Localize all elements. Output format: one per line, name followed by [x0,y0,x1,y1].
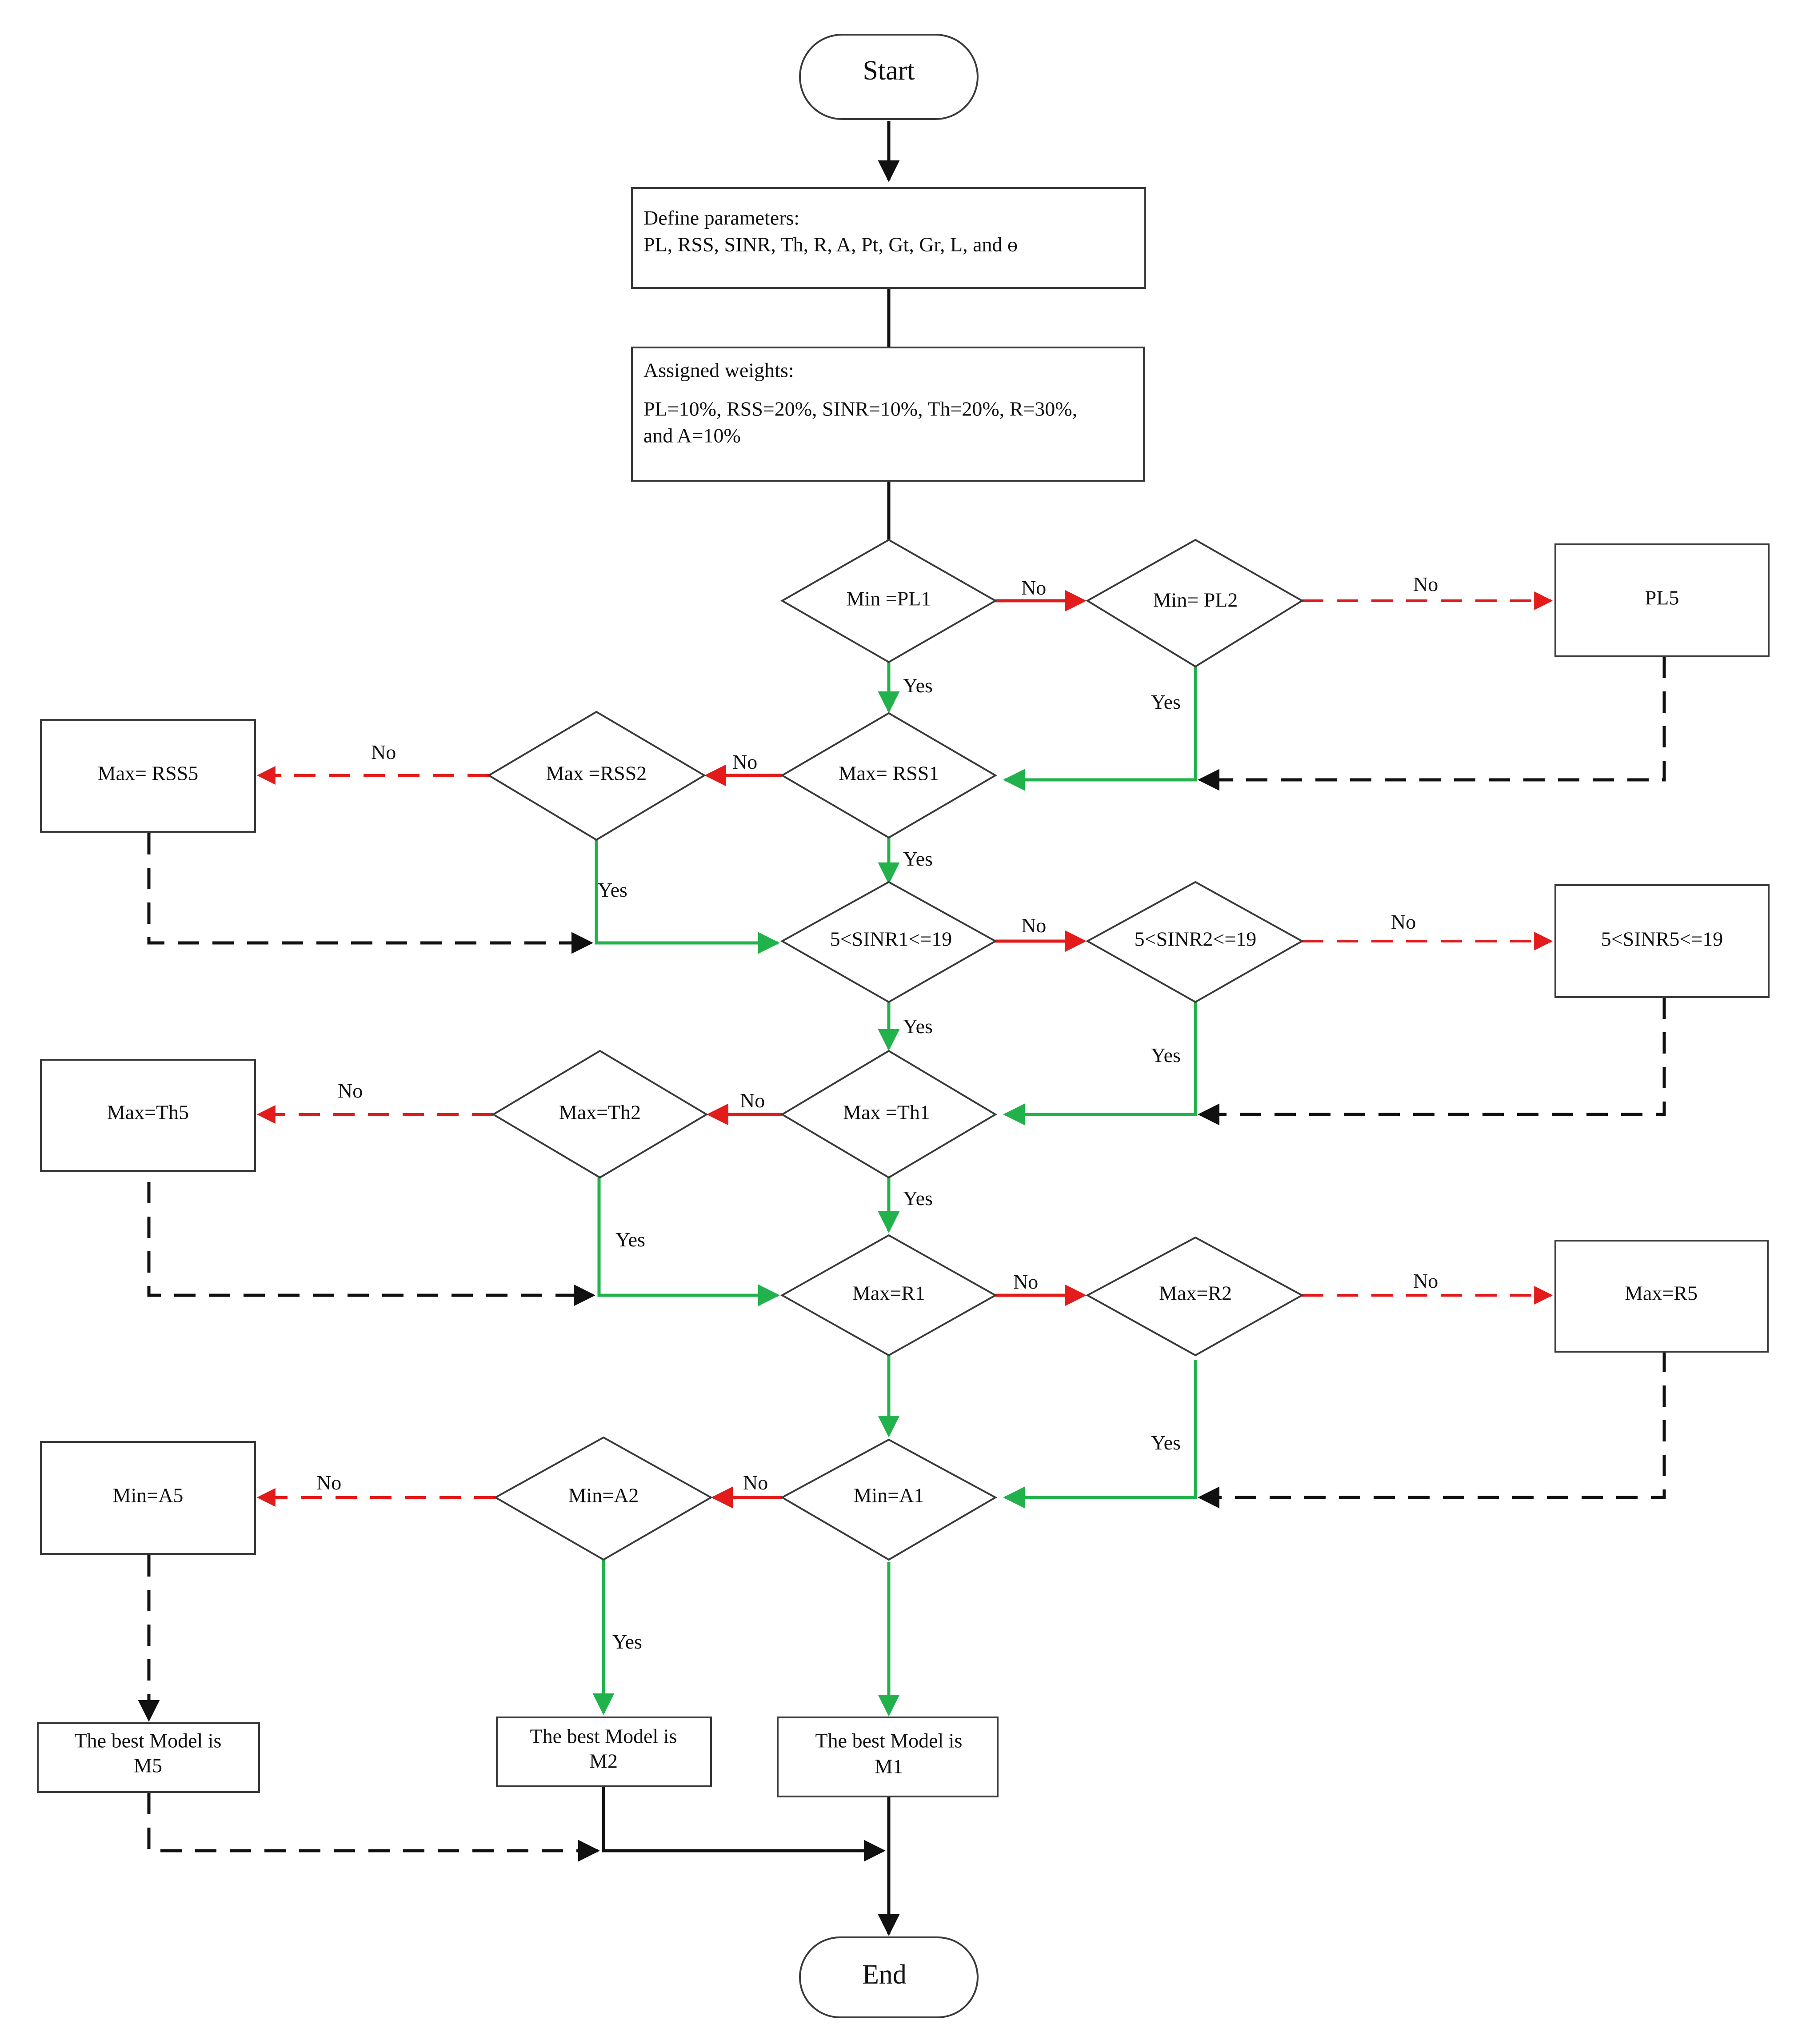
decision-max-r1: Max=R1 [780,1234,998,1357]
label-sinr1-yes: Yes [903,1015,933,1038]
sinr2-label: 5<SINR2<=19 [1135,928,1257,950]
decision-max-th1: Max =Th1 [780,1050,997,1179]
result-box-m1: The best Model is M1 [777,1717,999,1797]
label-pl1-yes: Yes [903,674,933,697]
max-rss1-label: Max= RSS1 [839,762,939,785]
max-r1-label: Max=R1 [852,1282,925,1305]
edges [138,121,1666,1936]
min-pl2-label: Min= PL2 [1153,589,1238,611]
edge-sinr2-yes [1003,1002,1197,1126]
end-terminal: End [799,1936,979,2018]
decision-max-rss2: Max =RSS2 [487,711,706,841]
weights-title: Assigned weights: [643,359,794,382]
m2-line2: M2 [589,1750,618,1773]
box-max-r5: Max=R5 [1554,1240,1769,1353]
sinr1-label: 5<SINR1<=19 [830,928,952,950]
label-th1-no: No [740,1089,765,1112]
label-r1-no: No [1013,1270,1038,1293]
min-a1-label: Min=A1 [854,1484,924,1507]
edge-m5-to-end [147,1793,600,1862]
decision-max-th2: Max=Th2 [491,1050,708,1179]
label-th2-yes: Yes [615,1228,645,1251]
start-terminal: Start [799,34,979,120]
label-r2-no: No [1413,1270,1438,1292]
label-rss2-yes: Yes [598,878,627,901]
label-sinr1-no: No [1021,914,1046,937]
max-r2-label: Max=R2 [1159,1282,1232,1305]
max-th2-label: Max=Th2 [559,1101,641,1124]
label-th2-no: No [338,1079,363,1102]
decision-max-r2: Max=R2 [1085,1236,1304,1357]
m5-line1: The best Model is [75,1729,222,1752]
decision-sinr2: 5<SINR2<=19 [1085,881,1304,1003]
label-sinr2-no: No [1391,910,1416,933]
define-parameters-box: Define parameters: PL, RSS, SINR, Th, R,… [631,187,1146,289]
result-box-m2: The best Model is M2 [496,1717,712,1787]
decision-max-rss1: Max= RSS1 [780,712,997,839]
min-a5-label: Min=A5 [113,1484,184,1507]
label-a2-yes: Yes [612,1630,642,1653]
edge-r5-fallback [1198,1351,1666,1509]
edge-rss2-yes [595,840,780,954]
label-rss1-yes: Yes [903,847,933,870]
sinr5-label: 5<SINR5<=19 [1601,928,1723,950]
m2-line1: The best Model is [530,1725,677,1748]
max-rss5-label: Max= RSS5 [98,762,199,785]
edge-sinr5-fallback [1198,998,1666,1126]
box-max-th5: Max=Th5 [40,1059,256,1172]
label-rss2-no: No [371,741,396,763]
label-r2-yes: Yes [1151,1431,1181,1454]
label-pl2-yes: Yes [1151,691,1181,713]
edge-rss5-fallback [147,833,593,954]
decision-min-pl2: Min= PL2 [1086,539,1304,668]
min-pl1-label: Min =PL1 [847,587,931,610]
m5-line2: M5 [134,1754,162,1777]
box-sinr5: 5<SINR5<=19 [1554,884,1770,998]
end-label: End [862,1960,907,1990]
result-box-m5: The best Model is M5 [37,1722,260,1793]
decision-sinr1: 5<SINR1<=19 [780,881,998,1003]
max-r5-label: Max=R5 [1625,1282,1698,1305]
label-pl2-no: No [1413,573,1438,595]
edge-th5-fallback [147,1182,595,1306]
pl5-label: PL5 [1645,587,1679,609]
edge-pl2-yes [1003,667,1197,791]
assigned-weights-box: Assigned weights: PL=10%, RSS=20%, SINR=… [631,347,1145,482]
define-params: PL, RSS, SINR, Th, R, A, Pt, Gt, Gr, L, … [643,233,1018,256]
label-sinr2-yes: Yes [1151,1044,1181,1066]
edge-m2-to-end [602,1786,886,1862]
define-title: Define parameters: [643,207,799,229]
box-pl5: PL5 [1554,543,1770,657]
label-a1-no: No [743,1471,768,1494]
edge-r2-yes [1003,1360,1197,1509]
max-th5-label: Max=Th5 [107,1101,189,1124]
max-th1-label: Max =Th1 [843,1101,930,1124]
label-rss1-no: No [732,751,757,773]
label-th1-yes: Yes [903,1187,933,1210]
min-a2-label: Min=A2 [568,1484,639,1507]
edge-th2-yes [597,1178,780,1306]
weights-line1: PL=10%, RSS=20%, SINR=10%, Th=20%, R=30%… [643,398,1077,420]
decision-min-a1: Min=A1 [780,1438,998,1561]
m1-line1: The best Model is [815,1729,963,1752]
max-rss2-label: Max =RSS2 [546,762,647,785]
box-max-rss5: Max= RSS5 [40,719,256,833]
label-pl1-no: No [1021,576,1046,599]
weights-line2: and A=10% [643,424,741,447]
m1-line2: M1 [875,1755,903,1778]
start-label: Start [863,56,915,86]
edge-labels: No No Yes Yes No No Yes Yes No No Yes Ye… [316,573,1438,1653]
decision-min-pl1: Min =PL1 [780,539,998,663]
decision-min-a2: Min=A2 [493,1436,713,1561]
label-a2-no: No [316,1471,341,1494]
edge-pl5-fallback [1198,657,1666,791]
box-min-a5: Min=A5 [40,1441,256,1555]
